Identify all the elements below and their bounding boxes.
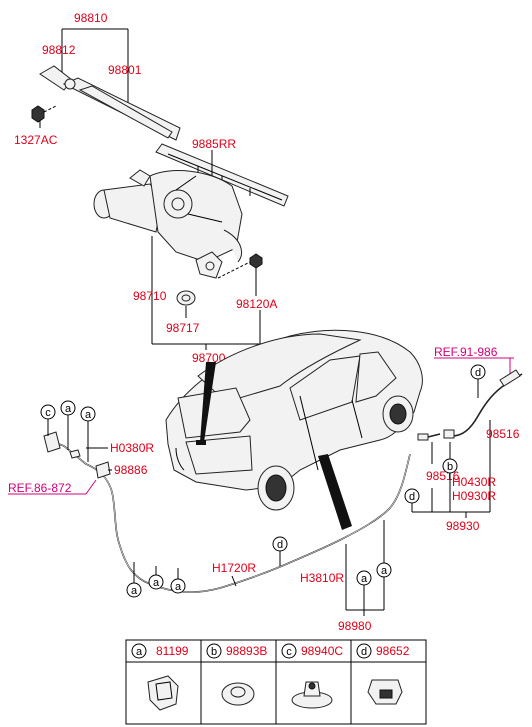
label-H0430R: H0430R — [452, 475, 496, 489]
callout-letter: d — [475, 367, 481, 379]
callout-letter: a — [175, 581, 182, 593]
callout-letter: c — [45, 407, 51, 419]
reference-86-872: REF.86-872 — [8, 481, 72, 495]
bracket-98700 — [151, 236, 261, 350]
bracket-98810 — [61, 28, 129, 112]
legend-part-b: 98893B — [226, 644, 267, 658]
label-98700: 98700 — [192, 351, 226, 365]
callout-letter: d — [409, 491, 415, 503]
pointer-to-hose-route — [318, 454, 352, 530]
legend-letter-a: a — [136, 646, 143, 658]
label-H0930R: H0930R — [452, 489, 496, 503]
label-H0380R: H0380R — [110, 441, 154, 455]
leader-H1720R — [231, 575, 237, 587]
bolt-98120A — [217, 253, 263, 296]
callout-letter: a — [85, 409, 92, 421]
legend-cell-b: b 98893B — [206, 643, 267, 706]
legend-part-d: 98652 — [376, 644, 410, 658]
legend-cell-a: a 81199 — [131, 643, 189, 711]
legend-letter-b: b — [211, 646, 217, 658]
callout-letter: a — [65, 403, 72, 415]
label-98120A: 98120A — [236, 297, 277, 311]
label-98886: 98886 — [114, 463, 148, 477]
nozzle-hose-right — [417, 369, 523, 441]
legend-part-c: 98940C — [301, 644, 343, 658]
washer-hose-long — [43, 431, 411, 593]
label-98710: 98710 — [133, 289, 167, 303]
callout-letter: a — [153, 577, 160, 589]
legend-letter-c: c — [286, 646, 292, 658]
bracket-98930 — [412, 488, 490, 518]
legend-part-a: 81199 — [156, 644, 189, 658]
label-98930: 98930 — [446, 519, 480, 533]
callout-letter: b — [447, 461, 453, 473]
label-H1720R: H1720R — [212, 561, 256, 575]
label-98801: 98801 — [108, 63, 142, 77]
pointer-to-rear-wiper — [200, 362, 216, 442]
bracket-98980 — [346, 609, 384, 616]
callout-letter: a — [361, 573, 368, 585]
wiper-motor-drawing — [93, 169, 243, 279]
callout-letter: a — [381, 565, 388, 577]
nut-1327AC — [31, 105, 57, 128]
label-98810: 98810 — [74, 11, 108, 25]
legend-cell-c: c 98940C — [281, 643, 343, 709]
reference-leader-left — [85, 479, 97, 495]
label-98812: 98812 — [42, 43, 76, 57]
label-9885RR: 9885RR — [192, 137, 236, 151]
label-98717: 98717 — [166, 321, 200, 335]
label-H3810R: H3810R — [300, 571, 344, 585]
callout-letter: a — [131, 585, 138, 597]
wiper-blade-drawing — [155, 143, 289, 207]
label-1327AC: 1327AC — [14, 133, 58, 147]
label-98980: 98980 — [338, 619, 372, 633]
car-silhouette — [165, 329, 423, 511]
callout-letter: d — [277, 539, 283, 551]
reference-91-986: REF.91-986 — [434, 345, 498, 359]
legend-letter-d: d — [361, 646, 367, 658]
grommet-98717 — [176, 290, 196, 306]
wiper-arm-drawing — [39, 65, 181, 141]
legend-cell-d: d 98652 — [356, 643, 410, 705]
label-98516-top: 98516 — [486, 427, 520, 441]
